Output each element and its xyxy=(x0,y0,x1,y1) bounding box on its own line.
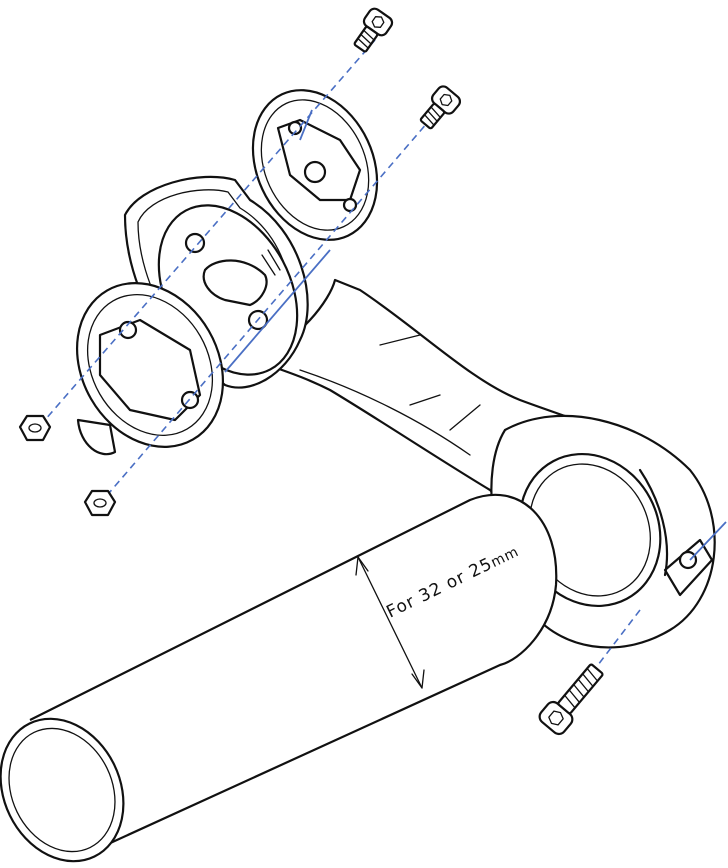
dimension-arrow-bottom xyxy=(411,669,425,689)
guide-line-lower xyxy=(102,107,441,501)
bolt-top-left xyxy=(353,7,394,53)
guide-line-base-plate xyxy=(224,249,331,373)
bolt-top-right xyxy=(419,85,462,130)
nut-upper xyxy=(18,414,52,442)
nut-lower xyxy=(83,489,117,517)
bolt-clamp xyxy=(538,663,604,736)
dimension-line xyxy=(357,556,423,689)
guide-line-top-plate-a xyxy=(299,109,313,141)
bottom-mount-plate xyxy=(75,282,225,456)
guide-line-clamp-top xyxy=(689,521,727,561)
guide-line-upper xyxy=(37,39,376,429)
dimension-arrow-top xyxy=(355,556,369,576)
assembly-guide-lines xyxy=(37,39,727,679)
handlebar-tube xyxy=(0,493,558,863)
guide-line-clamp-bolt xyxy=(587,609,641,679)
